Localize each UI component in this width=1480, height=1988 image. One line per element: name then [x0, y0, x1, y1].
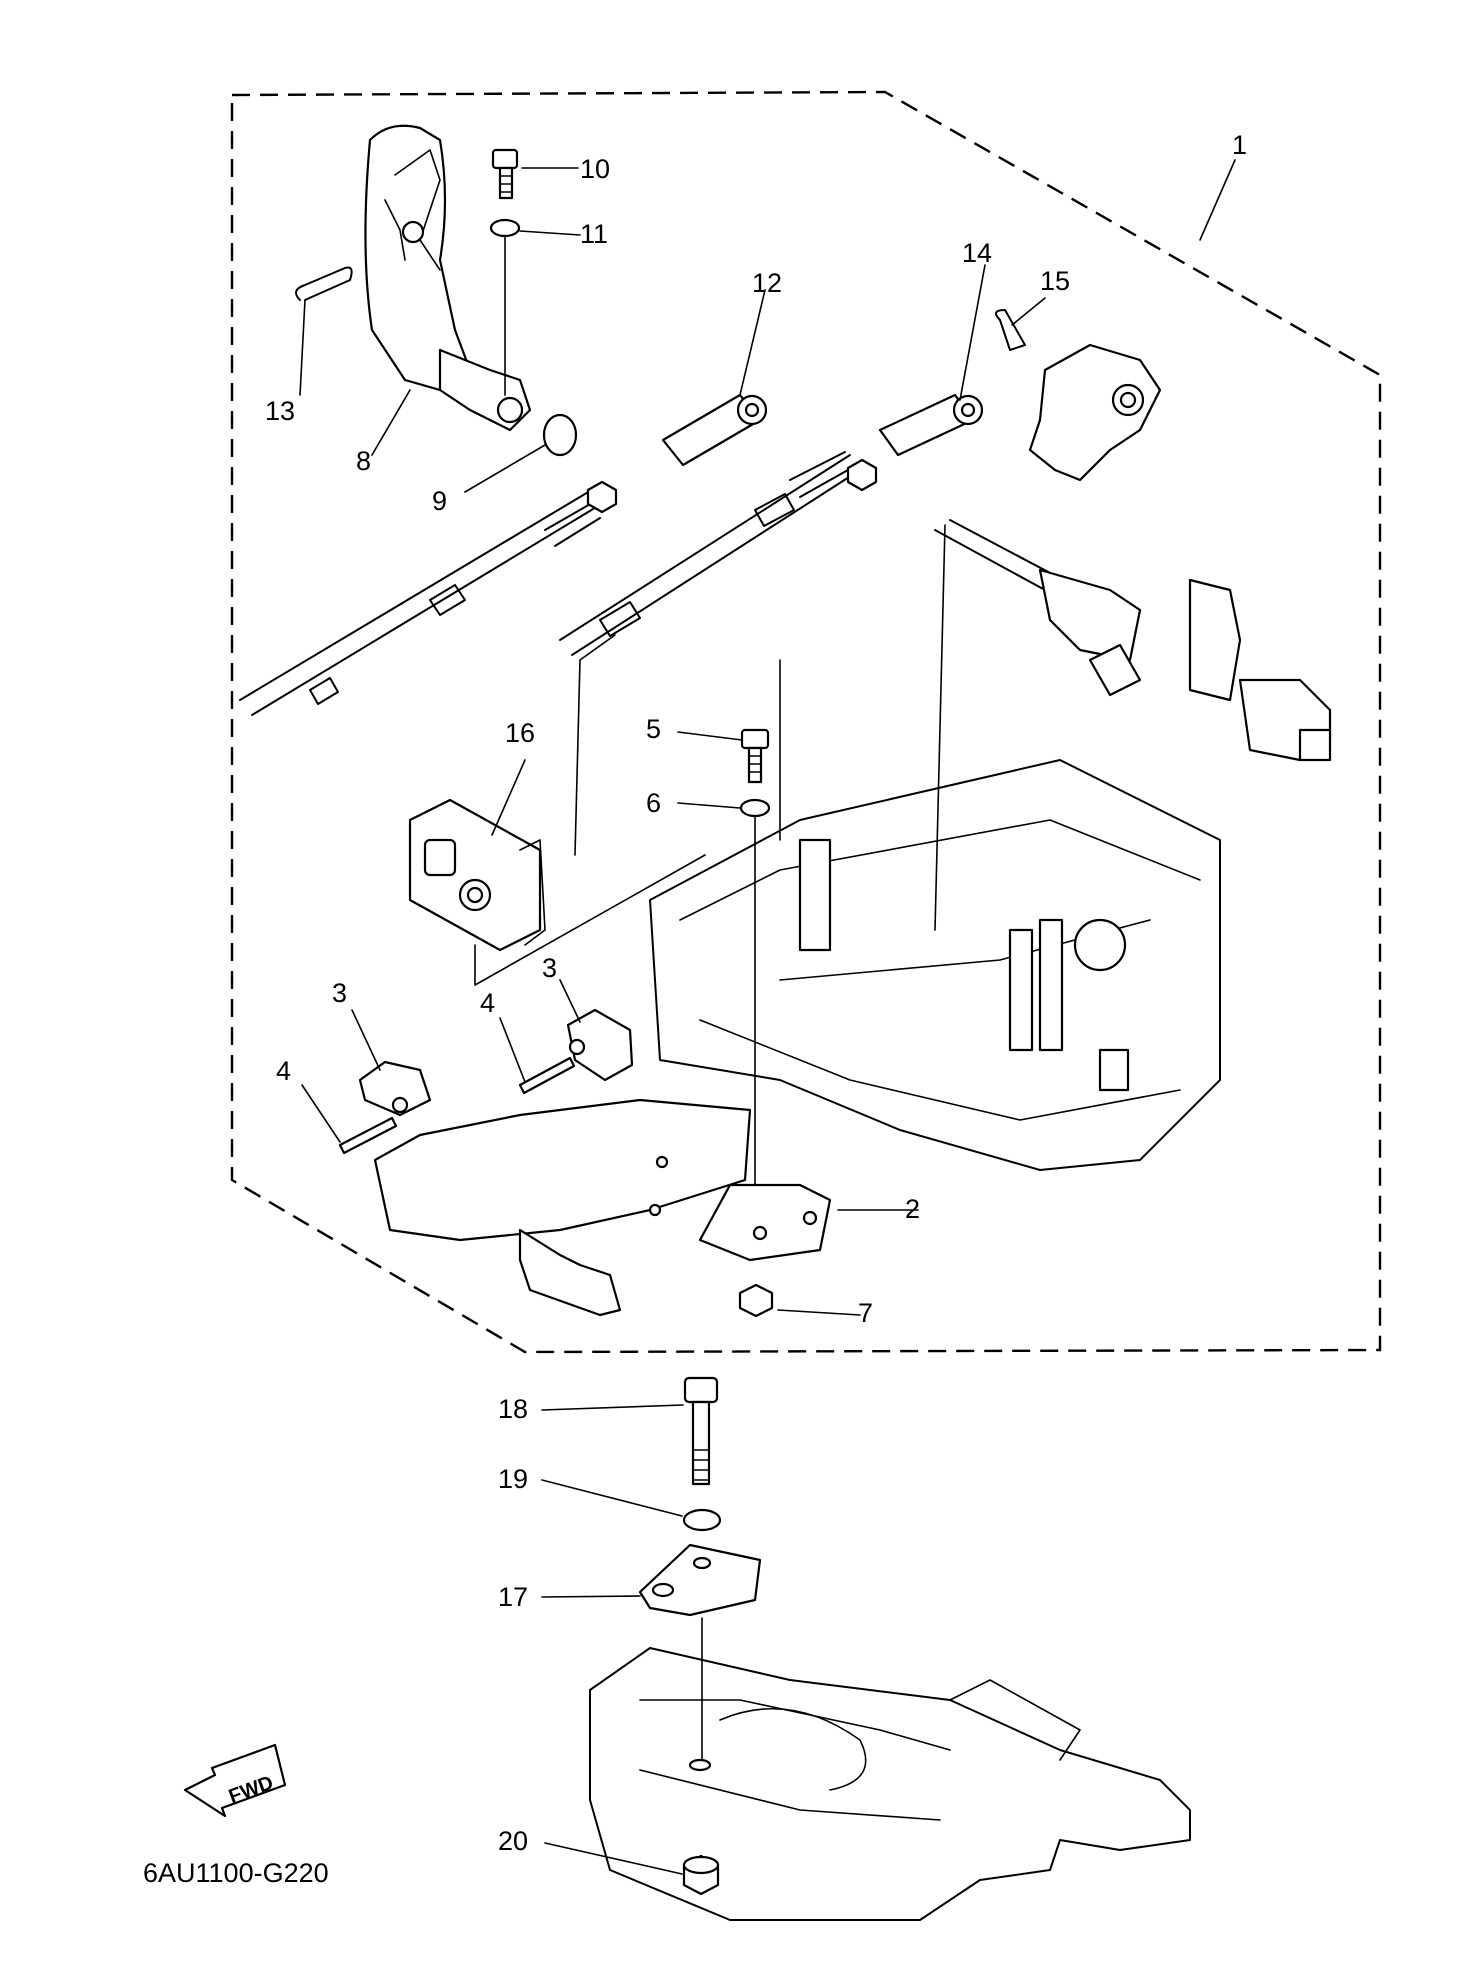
cable-joint-14 [878, 393, 984, 457]
plate-17 [638, 1543, 762, 1617]
pin-4b [518, 1056, 576, 1095]
callout-15: 15 [1040, 266, 1070, 296]
bolt-5 [740, 728, 770, 784]
lower-mount-bracket [589, 1647, 1191, 1921]
callout-10: 10 [580, 154, 610, 184]
shift-shaft-assembly [934, 519, 1332, 762]
stopper-3b [566, 1008, 634, 1082]
callout-2: 2 [905, 1194, 920, 1224]
nut-cable-a [586, 480, 618, 514]
callout-11: 11 [580, 219, 608, 249]
cable-joint-12 [661, 393, 768, 467]
callout-14: 14 [962, 238, 992, 268]
callout-18: 18 [498, 1394, 528, 1424]
callout-8: 8 [356, 446, 371, 476]
remote-control-handle [364, 124, 532, 432]
callout-7: 7 [858, 1298, 873, 1328]
callout-12: 12 [752, 268, 782, 298]
pin-4a [338, 1116, 398, 1155]
control-cables [239, 451, 861, 716]
clip-15 [995, 309, 1026, 351]
washer-6 [739, 798, 771, 818]
callout-3b: 3 [542, 953, 557, 983]
nut-cable-b [846, 458, 878, 492]
callout-5: 5 [646, 714, 661, 744]
callout-1: 1 [1232, 130, 1247, 160]
callout-labels: 1 2 3 3 4 4 5 6 7 8 9 10 11 12 13 14 15 … [265, 130, 1247, 1856]
callout-4b: 4 [480, 988, 495, 1018]
bracket-2 [373, 1098, 832, 1317]
callout-19: 19 [498, 1464, 528, 1494]
nut-7 [738, 1283, 774, 1318]
nut-20 [682, 1854, 720, 1896]
callout-16: 16 [505, 718, 535, 748]
bolt-18 [683, 1376, 719, 1486]
fwd-arrow-icon: FWD [183, 1743, 287, 1818]
bolt-10 [491, 148, 519, 200]
washer-19 [682, 1508, 722, 1532]
callout-6: 6 [646, 788, 661, 818]
callout-9: 9 [432, 486, 447, 516]
callout-13: 13 [265, 396, 295, 426]
clip-13 [295, 266, 353, 301]
assembly-boundary [230, 90, 1382, 1354]
washer-11 [489, 218, 521, 238]
control-box-16 [408, 798, 546, 952]
stopper-3a [358, 1060, 432, 1117]
callout-4a: 4 [276, 1056, 291, 1086]
callout-17: 17 [498, 1582, 528, 1612]
diagram-code: 6AU1100-G220 [143, 1858, 329, 1888]
callout-20: 20 [498, 1826, 528, 1856]
shift-lever [1028, 343, 1162, 482]
callout-3a: 3 [332, 978, 347, 1008]
o-ring-9 [542, 413, 578, 457]
bottom-cowling [649, 759, 1221, 1171]
leader-lines [299, 159, 1236, 1875]
